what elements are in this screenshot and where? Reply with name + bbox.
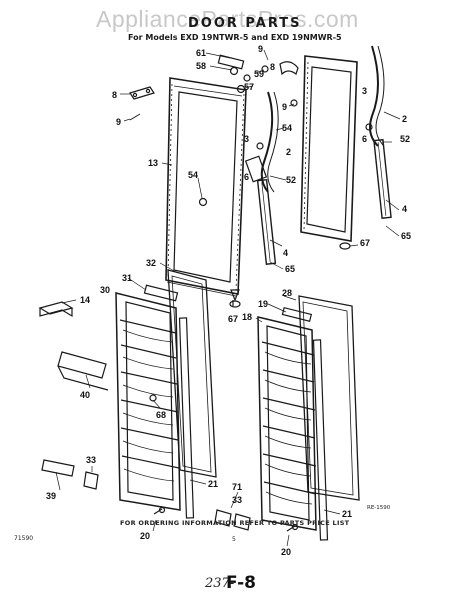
callout-68: 68 [156,410,166,420]
reference-code: RE-1590 [367,505,391,511]
lower-left-gasket [167,269,217,478]
upper-left-door-frame [165,77,247,297]
callout-65: 65 [285,264,295,274]
callout-14: 14 [80,295,90,305]
callout-67: 67 [360,238,370,248]
callout-20: 20 [140,531,150,541]
callout-31: 31 [122,273,132,283]
watermark: AppliancePartsPros.com [96,6,359,32]
callout-57: 57 [244,82,254,92]
callout-2: 2 [402,114,407,124]
handle-hardware [217,54,299,94]
hinge-brackets [129,86,155,121]
callout-labels: 61 9 58 59 57 8 8 9 9 13 54 3 54 2 6 52 … [46,44,411,557]
callout-28: 28 [282,288,292,298]
ordering-note: FOR ORDERING INFORMATION REFER TO PARTS … [120,519,350,527]
lower-left-door-liner [115,284,181,511]
lower-left-side-strip [178,317,195,519]
callout-52: 52 [286,175,296,185]
document-code: 71590 [14,535,34,542]
callout-21: 21 [342,509,352,519]
callout-65: 65 [401,231,411,241]
callout-33: 33 [232,495,242,505]
callout-54: 54 [188,170,198,180]
callout-6: 6 [362,134,367,144]
callout-4: 4 [283,248,288,258]
callout-8: 8 [270,62,275,72]
callout-2: 2 [286,147,291,157]
callout-8: 8 [112,90,117,100]
callout-33: 33 [86,455,96,465]
callout-71: 71 [232,482,242,492]
figure-number: F-8 [226,573,256,593]
callout-3: 3 [244,134,249,144]
callout-6: 6 [244,172,249,182]
page-title: DOOR PARTS [188,16,302,31]
callout-32: 32 [146,258,156,268]
small-fasteners [198,99,373,308]
callout-21: 21 [208,479,218,489]
lower-right-door-liner [257,306,317,531]
callout-30: 30 [100,285,110,295]
callout-4: 4 [402,204,407,214]
callout-52: 52 [400,134,410,144]
page-mark: 5 [232,536,236,543]
callout-40: 40 [80,390,90,400]
callout-58: 58 [196,61,206,71]
lower-right-side-strip [312,339,329,541]
callout-18: 18 [242,312,252,322]
lower-right-gasket [298,295,360,501]
loose-bins-and-trim [38,301,299,532]
callout-19: 19 [258,299,268,309]
callout-9: 9 [282,102,287,112]
handwritten-note: 237- [205,576,235,591]
callout-54: 54 [282,123,292,133]
callout-61: 61 [196,48,206,58]
callout-3: 3 [362,86,367,96]
right-hinge-strip [369,45,385,147]
callout-20: 20 [281,547,291,557]
page-subtitle: For Models EXD 19NTWR-5 and EXD 19NMWR-5 [128,33,342,42]
center-hinge-strip [244,91,279,193]
upper-right-door-frame [300,55,358,242]
callout-39: 39 [46,491,56,501]
callout-59: 59 [254,69,264,79]
callout-13: 13 [148,158,158,168]
callout-9: 9 [258,44,263,54]
callout-9: 9 [116,117,121,127]
door-strips [256,138,392,265]
leader-lines [55,49,401,547]
callout-67: 67 [228,314,238,324]
